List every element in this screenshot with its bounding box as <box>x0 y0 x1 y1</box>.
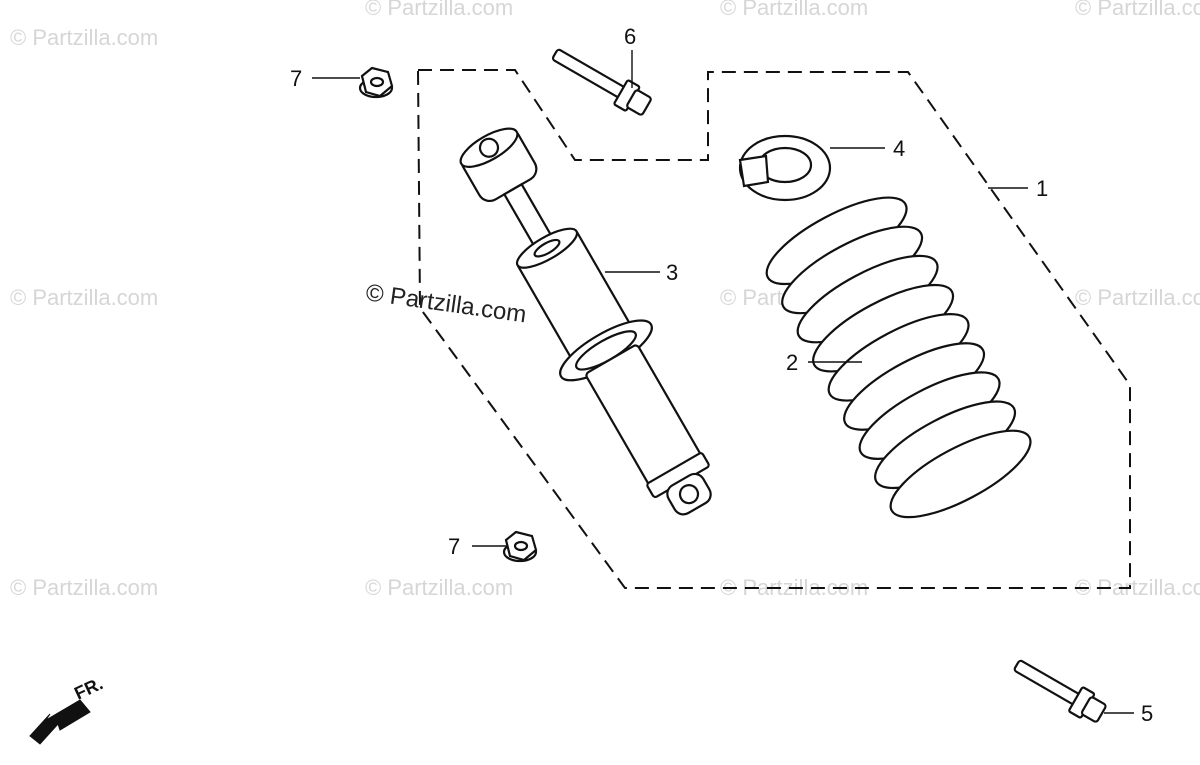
leader-lines <box>312 50 1134 714</box>
arrow-left-icon <box>29 699 91 745</box>
watermark-faint: © Partzilla.com <box>10 575 158 600</box>
callout-7-lower: 7 <box>448 534 460 559</box>
watermark-faint: © Partzilla.com <box>720 0 868 20</box>
callout-labels: 1 2 3 4 5 6 7 7 <box>290 24 1153 726</box>
callout-2: 2 <box>786 350 798 375</box>
spring-stopper <box>738 134 832 202</box>
callout-5: 5 <box>1141 701 1153 726</box>
nut-7-lower <box>502 530 538 563</box>
nut-7-upper <box>358 66 394 99</box>
watermark-faint: © Partzilla.com <box>10 25 158 50</box>
callout-6: 6 <box>624 24 636 49</box>
shock-absorber <box>459 127 712 516</box>
front-direction-indicator: FR. <box>29 673 106 745</box>
watermark-faint: © Partzilla.com <box>1075 285 1200 310</box>
assembly-boundary <box>416 69 1131 589</box>
bolt-5 <box>1013 659 1107 723</box>
coil-spring <box>765 196 1032 519</box>
watermark-faint: © Partzilla.com <box>365 0 513 20</box>
callout-3: 3 <box>666 260 678 285</box>
callout-1: 1 <box>1036 176 1048 201</box>
watermark-faint: © Partzilla.com <box>365 575 513 600</box>
callout-7-upper: 7 <box>290 66 302 91</box>
bolt-6 <box>551 48 652 116</box>
direction-label: FR. <box>71 673 106 703</box>
watermark-faint: © Partzilla.com <box>10 285 158 310</box>
watermark-faint: © Partzilla.com <box>1075 0 1200 20</box>
watermark-main: © Partzilla.com <box>364 279 528 328</box>
watermark-faint: © Partzilla.com <box>1075 575 1200 600</box>
callout-4: 4 <box>893 136 905 161</box>
